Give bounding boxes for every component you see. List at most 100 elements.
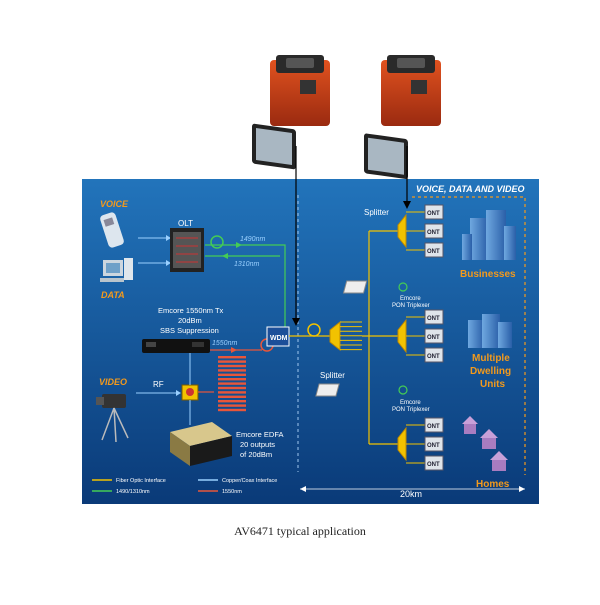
ont-device [424,309,444,325]
figure-caption: AV6471 typical application [234,524,366,538]
triplexer-label-1: Emcore [400,296,421,302]
arrow-head [403,201,411,209]
triplexer-label-2: PON Triplexer [392,407,430,413]
wl-1310-label: 1310nm [234,261,259,268]
edfa-device [170,422,232,466]
arrow-head [292,318,300,326]
tx-label-1: Emcore 1550nm Tx [158,306,224,315]
triplexer-label-1: Emcore [400,400,421,406]
rf-modulator-icon [181,384,199,401]
tx-label-2: 20dBm [178,316,202,325]
edfa-label-1: Emcore EDFA [236,430,284,439]
center-splitter-label: Splitter [320,371,345,380]
mdu-label-1: Multiple [472,353,510,364]
branch-splitter [397,318,407,354]
legend-copper: Copper/Coax Interface [222,478,277,484]
header-frame [412,196,526,475]
edfa-output-fiber [218,369,246,372]
triplexer-top: Emcore PON Triplexer [342,280,430,309]
edfa-output-bundle [218,356,246,412]
distance-label: 20km [400,489,422,499]
edfa-output-fiber [218,382,246,385]
ont-device [424,204,444,220]
arrow-head [176,390,181,396]
branch-splitter [397,213,407,249]
edfa-output-fiber [218,373,246,376]
arrow-head [166,260,171,266]
legend-fiber: Fiber Optic Interface [116,478,166,484]
fiber-coil [307,323,321,337]
arrow-head [166,235,171,241]
legend-1550: 1550nm [222,489,242,495]
edfa-label-2: 20 outputs [240,440,275,449]
ont-device [424,455,444,471]
ont-label: ONT [427,424,440,430]
ont-device [424,436,444,452]
edfa-output-fiber [218,404,246,407]
ont-label: ONT [427,211,440,217]
edfa-output-fiber [218,400,246,403]
business-building-icon [462,210,516,260]
branch-splitter [397,426,407,462]
triplexer-bottom: Emcore PON Triplexer [315,383,430,413]
arrow-head [231,347,237,353]
legend: Fiber Optic Interface 1490/1310nm Copper… [92,478,277,495]
wl-1490-label: 1490nm [240,236,265,243]
voice-label: VOICE [100,199,129,209]
triplexer-label-2: PON Triplexer [392,303,430,309]
arrow-head [222,253,228,259]
phone-icon [100,212,124,248]
edfa-output-fiber [218,391,246,394]
transmitter-device [142,339,210,353]
edfa-output-fiber [218,378,246,381]
camera-icon [96,394,129,443]
edfa-label-3: of 20dBm [240,450,272,459]
ont-device [424,417,444,433]
ont-device [424,347,444,363]
edfa-output-fiber [218,408,246,412]
businesses-label: Businesses [460,269,516,280]
branch-group: ONT ONT ONT ONT ONT ONT ONT ONT ONT [397,204,444,471]
arrow-head [300,486,306,492]
ont-label: ONT [427,316,440,322]
ont-device [424,242,444,258]
central-splitter [329,320,362,352]
computer-icon [100,258,133,282]
olt-device [170,228,204,272]
ont-label: ONT [427,462,440,468]
edfa-output-fiber [218,364,246,368]
ont-label: ONT [427,443,440,449]
mdu-label-2: Dwelling [470,366,511,377]
mdu-label-3: Units [480,379,505,390]
fusion-splicer-left [252,55,330,170]
ont-label: ONT [427,354,440,360]
legend-1490: 1490/1310nm [116,489,150,495]
fiber-coil [210,235,224,249]
homes-label: Homes [476,479,510,490]
tx-label-3: SBS Suppression [160,326,219,335]
rf-label: RF [153,380,164,389]
section-header: VOICE, DATA AND VIDEO [416,184,525,194]
edfa-output-fiber [218,356,246,359]
olt-label: OLT [178,219,193,228]
ont-label: ONT [427,249,440,255]
video-label: VIDEO [99,377,127,387]
ont-device [424,328,444,344]
ont-device [424,223,444,239]
arrow-head [519,486,525,492]
mdu-building-icon [468,314,512,348]
edfa-output-fiber [218,395,246,398]
home-icons [462,416,508,471]
ont-label: ONT [427,335,440,341]
top-splitter-label: Splitter [364,208,389,217]
wl-1550-label: 1550nm [212,340,237,347]
ont-label: ONT [427,230,440,236]
edfa-output-fiber [218,360,246,363]
data-label: DATA [101,290,125,300]
edfa-output-fiber [218,386,246,390]
arrow-head [236,242,242,248]
fusion-splicer-right [364,55,441,179]
wdm-label: WDM [270,335,288,342]
